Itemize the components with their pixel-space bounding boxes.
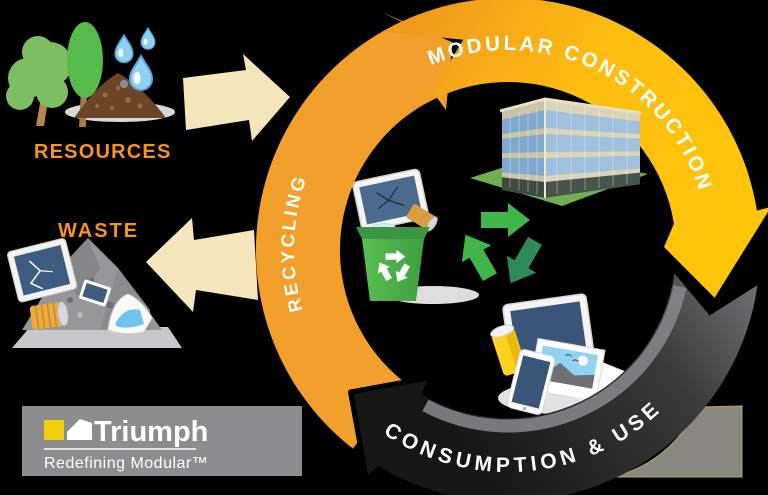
consumer-electronics-icon (490, 293, 629, 415)
rubble-electronics-icon (7, 238, 182, 348)
cycle-arc-consumption (350, 273, 758, 495)
smartphone-icon (506, 349, 556, 415)
waste-label: WASTE (58, 220, 139, 242)
consumption-arrowhead-gap (348, 375, 429, 478)
block-arrow-right-icon (183, 54, 290, 141)
cycle-arc-modular-construction (382, 0, 768, 298)
cycle-arc-recycling (255, 11, 453, 449)
paper-icon (107, 293, 153, 335)
background-band (611, 405, 743, 478)
crushed-can-icon (29, 301, 69, 330)
recycle-bin-icon (352, 168, 479, 304)
logo-tagline: Redefining Modular™ (44, 455, 208, 472)
broken-screen-icon (7, 238, 78, 303)
resources-label: RESOURCES (34, 141, 172, 163)
block-arrow-left-icon (146, 218, 258, 312)
recycle-arrows-icon (450, 203, 550, 292)
trees-water-soil-icon (6, 22, 175, 127)
logo-banner: Triumph Redefining Modular™ (22, 406, 302, 476)
phone-icon (79, 279, 111, 307)
water-drops-icon (114, 27, 156, 91)
consumption-inner-highlight (422, 285, 687, 433)
triumph-house-icon (44, 420, 64, 440)
office-building-icon (470, 97, 648, 206)
logo-name: Triumph (94, 416, 208, 448)
